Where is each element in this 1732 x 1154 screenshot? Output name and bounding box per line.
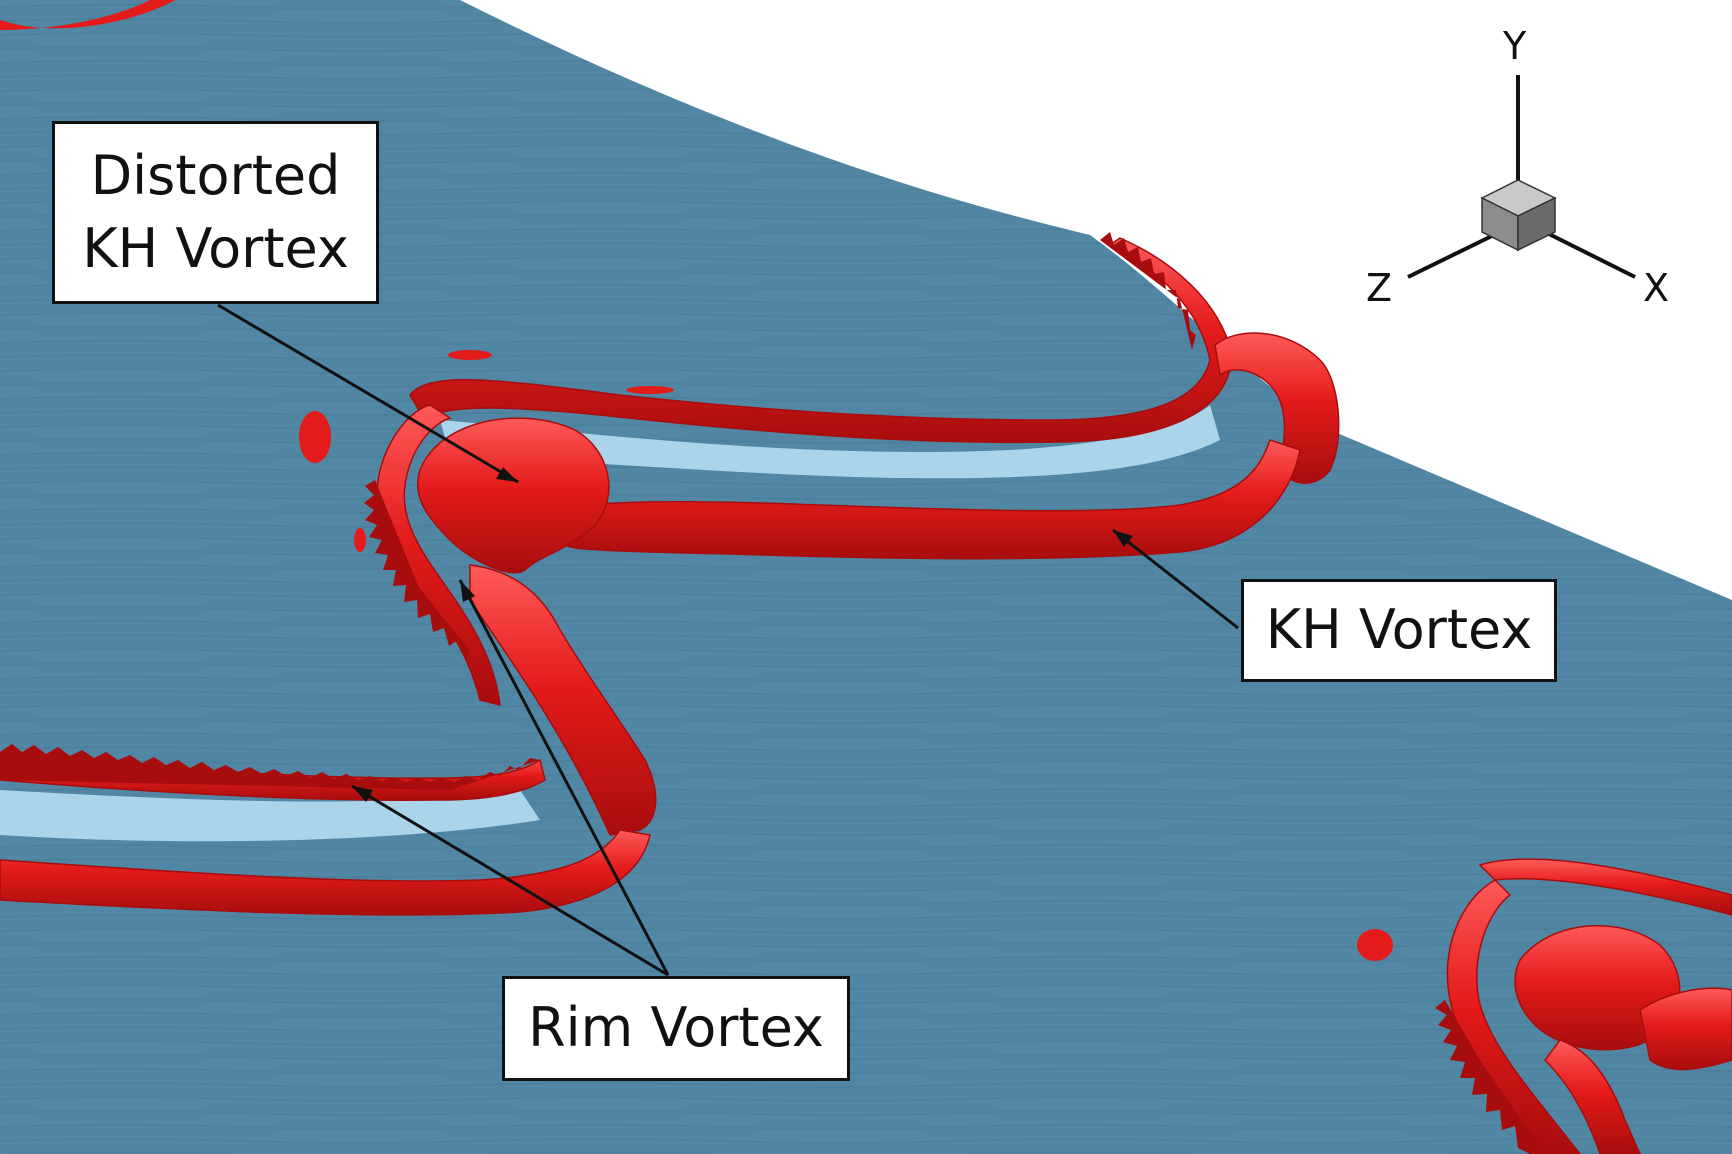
label-kh-vortex-text: KH Vortex	[1265, 598, 1533, 662]
repeat-vortex-loop	[1446, 879, 1581, 1154]
rim-vortex-vertical-tube	[469, 564, 657, 836]
axis-z-label: Z	[1366, 266, 1393, 310]
sheet-highlight-upper	[440, 405, 1220, 479]
axis-x-label: X	[1643, 266, 1670, 310]
label-distorted-kh-line1: Distorted	[90, 143, 341, 207]
label-distorted-kh-vortex: Distorted KH Vortex	[52, 121, 379, 304]
axis-z-line	[1407, 230, 1501, 279]
arrowhead-rim-upper	[460, 580, 475, 602]
rim-vortex-loop	[376, 404, 501, 706]
vortex-fragment-blob-4	[626, 386, 674, 394]
lower-kh-vortex-tube	[0, 829, 651, 916]
upper-ridge-vortex	[409, 237, 1233, 444]
vortex-fragment-blob-1	[299, 411, 331, 463]
repeat-vortex-tube	[1639, 987, 1732, 1071]
vortex-fragment-blob-5	[354, 528, 366, 552]
arrowhead-kh-vortex	[1113, 530, 1133, 547]
arrow-rim-upper	[458, 579, 670, 976]
annotation-arrows	[217, 303, 1239, 977]
distorted-kh-vortex-bulb	[416, 417, 610, 574]
vortex-fragment-blob-2	[1357, 929, 1393, 961]
repeat-vortex-ridge	[1478, 858, 1732, 916]
arrow-kh-vortex	[1112, 528, 1239, 630]
cube-icon	[1480, 179, 1557, 252]
label-kh-vortex: KH Vortex	[1241, 579, 1557, 682]
axis-y-label: Y	[1503, 24, 1527, 68]
rim-vortex-serration	[364, 480, 470, 660]
vortex-fragment-blob-3	[448, 350, 492, 360]
arrowhead-distorted-kh	[496, 467, 518, 482]
ridge-serration-upper	[1100, 232, 1196, 350]
ridge-serration-lower	[0, 744, 540, 790]
arrowhead-rim-lower	[352, 786, 373, 802]
arrow-rim-lower	[351, 784, 669, 977]
repeat-vortex-vertical-tube	[1544, 1039, 1641, 1154]
arrow-distorted-kh	[217, 303, 519, 484]
sheet-highlight-lower	[0, 790, 540, 842]
axis-x-line	[1544, 230, 1636, 279]
kh-vortex-tube	[552, 439, 1301, 560]
label-distorted-kh-line2: KH Vortex	[82, 216, 349, 280]
label-rim-vortex-text: Rim Vortex	[528, 996, 824, 1060]
axis-triad-icon	[1407, 75, 1636, 279]
repeat-vortex-serration	[1435, 1000, 1545, 1154]
kh-vortex-curled-end	[1214, 332, 1340, 484]
label-rim-vortex: Rim Vortex	[502, 976, 850, 1081]
vortex-top-left-fragment	[0, 0, 175, 30]
